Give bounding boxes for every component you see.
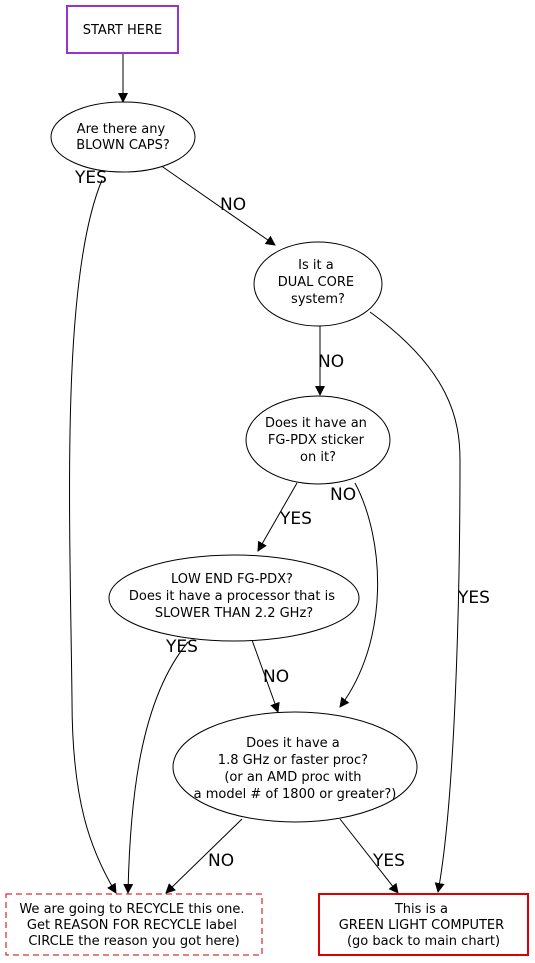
svg-text:Does it have an FG-PDX s: Does it have an FG-PDX sticker on it? — [265, 416, 371, 465]
low-end-line-2: Does it have a processor that is — [129, 589, 335, 604]
blown-caps-line-2: BLOWN CAPS? — [76, 138, 170, 153]
node-start: START HERE — [66, 5, 179, 54]
node-blown-caps: Are there any BLOWN CAPS? — [50, 101, 196, 173]
recycle-line-2: Get REASON FOR RECYCLE label — [27, 918, 237, 933]
svg-text:Are there any BLOWN CAPS: Are there any BLOWN CAPS? — [76, 122, 170, 153]
node-faster-proc: Does it have a 1.8 GHz or faster proc? (… — [172, 711, 418, 823]
green-light-line-1: This is a — [394, 902, 448, 917]
dual-core-line-3: system? — [291, 292, 345, 307]
svg-text:Does it have a 1.8 GHz o: Does it have a 1.8 GHz or faster proc? (… — [194, 736, 397, 802]
dual-core-line-2: DUAL CORE — [278, 275, 354, 290]
label-fg-yes: YES — [279, 509, 312, 529]
svg-text:This is a GREEN LIGHT CO: This is a GREEN LIGHT COMPUTER (go back … — [339, 902, 509, 949]
faster-proc-line-3: (or an AMD proc with — [224, 770, 361, 785]
label-low-yes: YES — [165, 637, 198, 657]
edge-fast-no — [165, 818, 243, 894]
edge-low-no — [251, 639, 280, 713]
edge-low-yes — [123, 641, 189, 894]
label-caps-yes: YES — [74, 168, 107, 188]
label-fg-no: NO — [330, 485, 356, 505]
fg-pdx-line-3: on it? — [300, 450, 336, 465]
node-green-light: This is a GREEN LIGHT COMPUTER (go back … — [318, 893, 529, 956]
faster-proc-line-1: Does it have a — [246, 736, 340, 751]
fg-pdx-line-2: FG-PDX sticker — [268, 433, 365, 448]
edge-dual-yes — [369, 311, 461, 893]
start-label: START HERE — [83, 23, 162, 38]
label-dual-yes: YES — [457, 588, 490, 608]
faster-proc-line-4: a model # of 1800 or greater?) — [194, 787, 397, 802]
recycle-line-3: CIRCLE the reason you got here) — [28, 934, 239, 949]
low-end-line-3: SLOWER THAN 2.2 GHz? — [155, 606, 313, 621]
edge-fast-yes — [339, 818, 399, 894]
low-end-line-1: LOW END FG-PDX? — [171, 572, 293, 587]
green-light-line-2: GREEN LIGHT COMPUTER — [339, 918, 504, 933]
dual-core-line-1: Is it a — [298, 258, 334, 273]
edge-caps-no — [159, 164, 276, 246]
svg-text:We are going to RECYCLE this o: We are going to RECYCLE this one. Get RE… — [19, 902, 248, 949]
recycle-line-1: We are going to RECYCLE this one. — [19, 902, 244, 917]
edge-fg-yes — [257, 482, 298, 552]
node-dual-core: Is it a DUAL CORE system? — [253, 241, 383, 327]
label-low-no: NO — [263, 667, 289, 687]
green-light-line-3: (go back to main chart) — [347, 934, 500, 949]
faster-proc-line-2: 1.8 GHz or faster proc? — [218, 753, 368, 768]
fg-pdx-line-1: Does it have an — [265, 416, 367, 431]
svg-text:LOW END FG-PDX? Does it: LOW END FG-PDX? Does it have a processor… — [129, 572, 339, 621]
label-dual-no: NO — [318, 352, 344, 372]
edge-caps-yes — [69, 179, 117, 894]
node-fg-pdx: Does it have an FG-PDX sticker on it? — [245, 395, 391, 485]
svg-text:Is it a DUAL CORE: Is it a DUAL CORE system? — [278, 258, 359, 307]
edge-fg-no — [339, 482, 379, 708]
label-fast-yes: YES — [372, 851, 405, 871]
node-low-end: LOW END FG-PDX? Does it have a processor… — [108, 554, 360, 642]
node-recycle: We are going to RECYCLE this one. Get RE… — [5, 893, 263, 956]
blown-caps-line-1: Are there any — [77, 122, 166, 137]
label-caps-no: NO — [220, 195, 246, 215]
label-fast-no: NO — [208, 851, 234, 871]
